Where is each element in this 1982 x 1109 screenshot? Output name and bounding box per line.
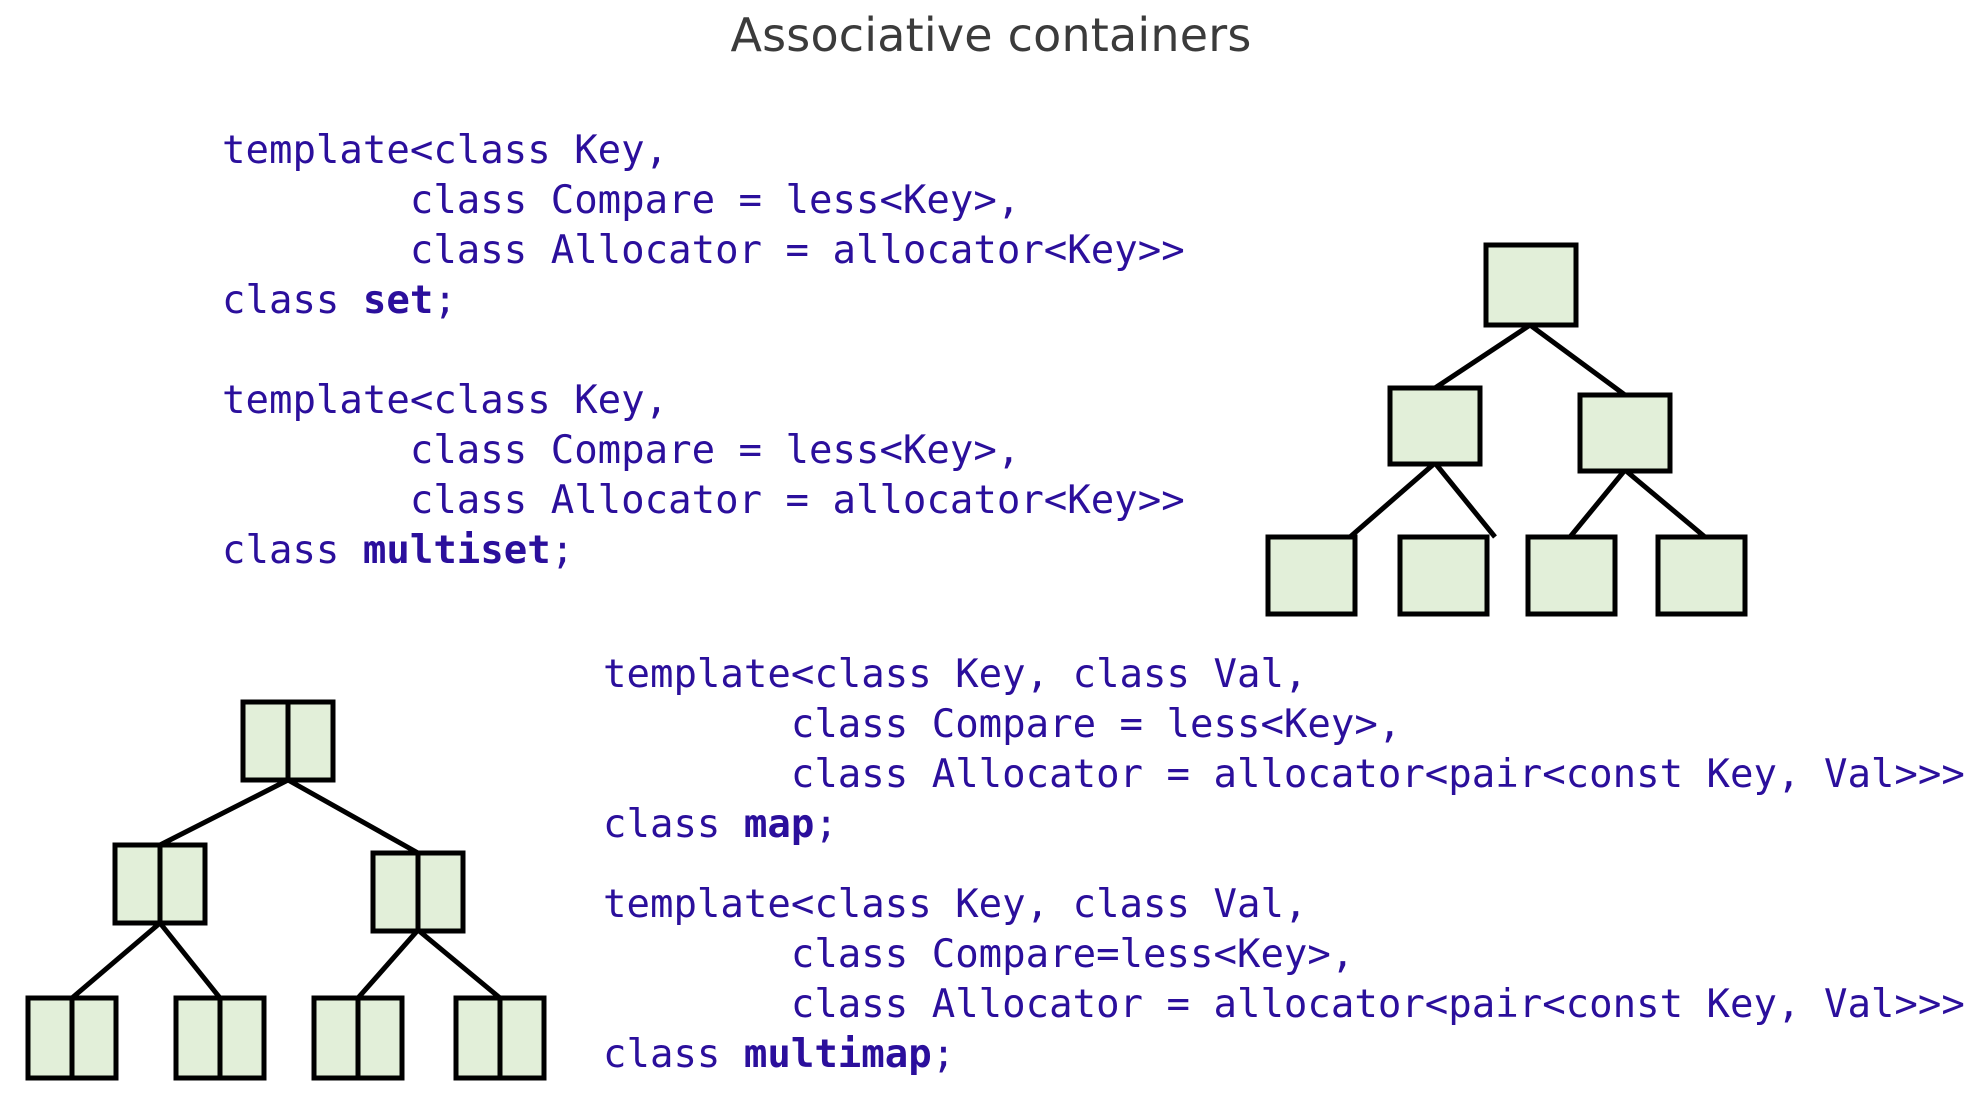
tree-edge — [158, 777, 290, 848]
page-title: Associative containers — [730, 8, 1252, 62]
code-block-multiset: template<class Key, class Compare = less… — [222, 376, 1185, 576]
code-block-multimap: template<class Key, class Val, class Com… — [603, 880, 1965, 1080]
tree-edge — [416, 928, 502, 1000]
code-map-classname: map — [743, 802, 815, 847]
code-multimap-classname: multimap — [743, 1032, 932, 1077]
code-set-classname: set — [362, 278, 434, 323]
code-map-suffix: ; — [814, 802, 838, 847]
code-block-set: template<class Key, class Compare = less… — [222, 126, 1185, 326]
tree-edge — [1568, 468, 1627, 539]
code-set-suffix: ; — [433, 278, 457, 323]
tree-node — [1397, 534, 1490, 617]
tree-node — [1265, 534, 1358, 617]
code-multiset-prefix: template<class Key, class Compare = less… — [222, 378, 1185, 573]
tree-edge — [1623, 468, 1707, 539]
map-binary-tree — [25, 699, 547, 1081]
code-set-prefix: template<class Key, class Compare = less… — [222, 128, 1185, 323]
code-multimap-prefix: template<class Key, class Val, class Com… — [603, 882, 1965, 1077]
code-map-prefix: template<class Key, class Val, class Com… — [603, 652, 1965, 847]
code-block-map: template<class Key, class Val, class Com… — [603, 650, 1965, 850]
tree-node — [1525, 534, 1618, 617]
tree-edge — [1433, 461, 1497, 539]
tree-edge — [356, 928, 420, 1000]
code-multimap-suffix: ; — [931, 1032, 956, 1077]
tree-edge — [70, 921, 162, 1000]
tree-edge — [1528, 322, 1627, 398]
code-multiset-classname: multiset — [362, 528, 551, 573]
tree-edge — [1433, 322, 1532, 391]
tree-node — [1655, 534, 1748, 617]
code-multiset-suffix: ; — [550, 528, 575, 573]
tree-node — [1387, 385, 1483, 467]
tree-edge — [1348, 461, 1437, 539]
tree-edge — [158, 921, 222, 1000]
set-binary-tree — [1265, 242, 1748, 617]
tree-edge — [286, 777, 420, 856]
tree-node — [1483, 242, 1579, 328]
tree-node — [1577, 392, 1673, 474]
